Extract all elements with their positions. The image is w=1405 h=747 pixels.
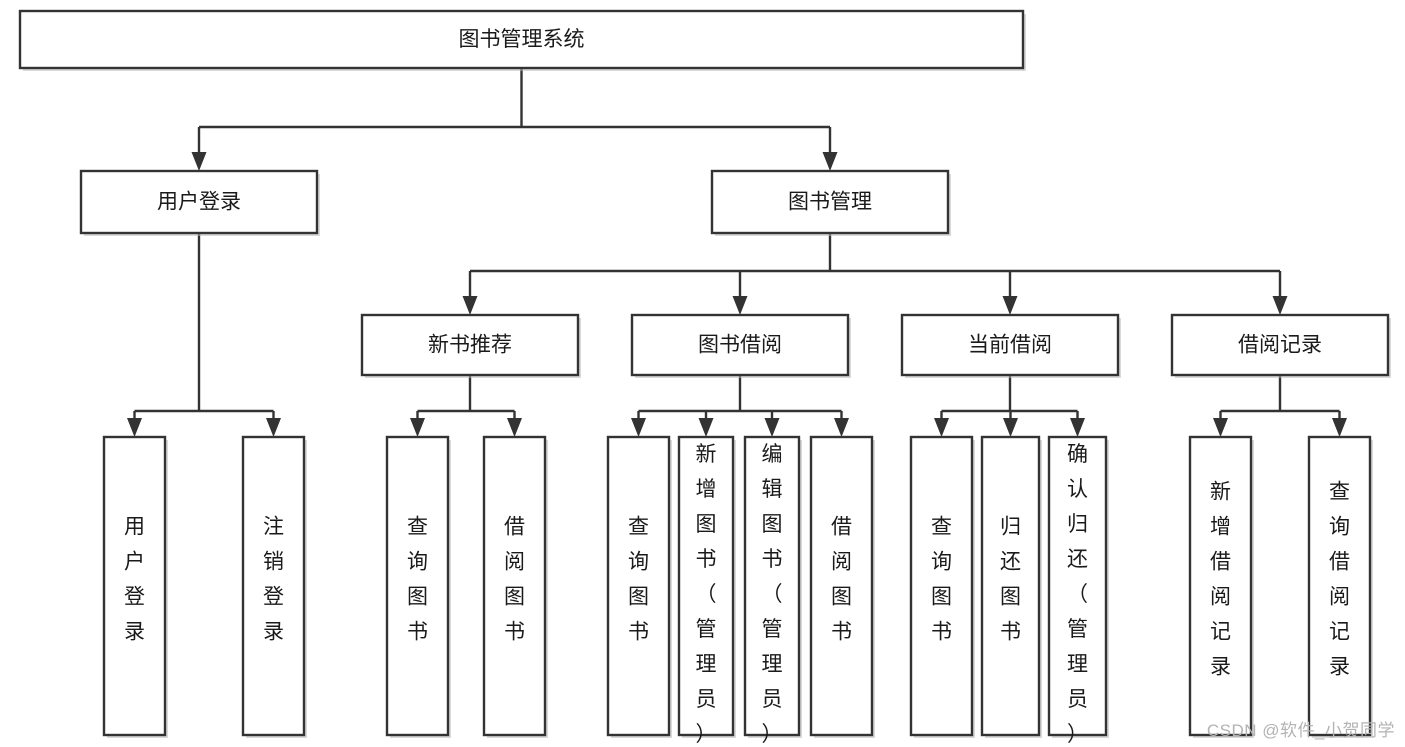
node-box[interactable] [900, 313, 1120, 377]
node-box[interactable] [743, 435, 801, 737]
arrow-head [732, 296, 748, 315]
arrow-head [764, 418, 780, 437]
node-label: 新增图书（管理员） [696, 443, 717, 746]
arrow-head [631, 418, 646, 437]
arrow-head [1272, 296, 1288, 315]
arrow-head [822, 152, 838, 171]
node-box[interactable] [360, 313, 580, 377]
watermark-label: CSDN @软件_小贺同学 [1206, 721, 1395, 740]
node-box[interactable] [606, 435, 671, 737]
node-label: 图书管理 [788, 191, 872, 214]
node-label: 查询图书 [931, 516, 952, 644]
node-leaf-borrow-books-rec[interactable]: 借阅图书 [482, 435, 548, 738]
arrow-head [834, 418, 849, 437]
arrow-head [1070, 418, 1085, 437]
node-label: 用户登录 [124, 516, 145, 644]
node-leaf-user-login[interactable]: 用户登录 [102, 435, 168, 738]
node-current-borrow[interactable]: 当前借阅 [900, 313, 1121, 378]
node-leaf-add-borrow-record[interactable]: 新增借阅记录 [1188, 435, 1254, 738]
node-new-book-recommend[interactable]: 新书推荐 [360, 313, 581, 378]
node-leaf-return-books[interactable]: 归还图书 [980, 435, 1042, 738]
node-label: 注销登录 [263, 516, 284, 644]
arrow-head [127, 418, 142, 437]
arrow-head [1332, 418, 1347, 437]
node-book-borrow[interactable]: 图书借阅 [630, 313, 851, 378]
arrow-head [462, 296, 478, 315]
node-box[interactable] [677, 435, 735, 737]
node-box[interactable] [710, 169, 950, 235]
node-label: 用户登录 [157, 191, 241, 214]
node-label: 图书借阅 [698, 334, 782, 357]
node-label: 当前借阅 [968, 334, 1052, 357]
arrow-head [507, 418, 522, 437]
arrow-head [191, 152, 207, 171]
node-box[interactable] [241, 435, 306, 737]
node-label: 图书管理系统 [459, 28, 585, 51]
arrow-head [266, 418, 281, 437]
node-label: 归还图书 [1000, 516, 1021, 644]
arrow-head [934, 418, 949, 437]
node-box[interactable] [1047, 435, 1108, 737]
node-borrow-records[interactable]: 借阅记录 [1170, 313, 1391, 378]
node-leaf-query-books-rec[interactable]: 查询图书 [385, 435, 451, 738]
arrow-head [1003, 418, 1018, 437]
node-box[interactable] [909, 435, 974, 737]
node-box[interactable] [102, 435, 167, 737]
node-label: 新增借阅记录 [1210, 481, 1231, 679]
node-box[interactable] [1307, 435, 1372, 737]
node-leaf-edit-book-admin[interactable]: 编辑图书（管理员） [743, 435, 802, 746]
node-label: 借阅记录 [1238, 334, 1322, 357]
node-label: 查询图书 [407, 516, 428, 644]
node-leaf-query-borrow-record[interactable]: 查询借阅记录 [1307, 435, 1373, 738]
node-label: 查询图书 [628, 516, 649, 644]
node-box[interactable] [980, 435, 1041, 737]
node-leaf-confirm-return-admin[interactable]: 确认归还（管理员） [1047, 435, 1109, 746]
node-book-management[interactable]: 图书管理 [710, 169, 951, 236]
node-box[interactable] [809, 435, 874, 737]
nodes-layer: 图书管理系统用户登录图书管理新书推荐图书借阅当前借阅借阅记录用户登录注销登录查询… [18, 9, 1391, 746]
arrow-head [698, 418, 714, 437]
node-leaf-query-books-current[interactable]: 查询图书 [909, 435, 975, 738]
arrow-head [410, 418, 425, 437]
node-box[interactable] [385, 435, 450, 737]
node-label: 借阅图书 [504, 516, 525, 644]
node-box[interactable] [630, 313, 850, 377]
node-label: 借阅图书 [831, 516, 852, 644]
node-label: 查询借阅记录 [1329, 481, 1350, 679]
node-box[interactable] [1188, 435, 1253, 737]
node-leaf-add-book-admin[interactable]: 新增图书（管理员） [677, 435, 736, 746]
node-label: 确认归还（管理员） [1067, 443, 1088, 746]
node-leaf-query-books-borrow[interactable]: 查询图书 [606, 435, 672, 738]
node-user-login[interactable]: 用户登录 [79, 169, 320, 236]
node-leaf-logout[interactable]: 注销登录 [241, 435, 307, 738]
node-box[interactable] [482, 435, 547, 737]
node-root[interactable]: 图书管理系统 [18, 9, 1026, 71]
connectors-layer [127, 68, 1347, 437]
node-box[interactable] [79, 169, 319, 235]
node-label: 编辑图书（管理员） [762, 443, 783, 746]
arrow-head [1002, 296, 1018, 315]
arrow-head [1213, 418, 1228, 437]
node-box[interactable] [18, 9, 1025, 70]
node-box[interactable] [1170, 313, 1390, 377]
node-label: 新书推荐 [428, 334, 512, 357]
node-leaf-borrow-books[interactable]: 借阅图书 [809, 435, 875, 738]
